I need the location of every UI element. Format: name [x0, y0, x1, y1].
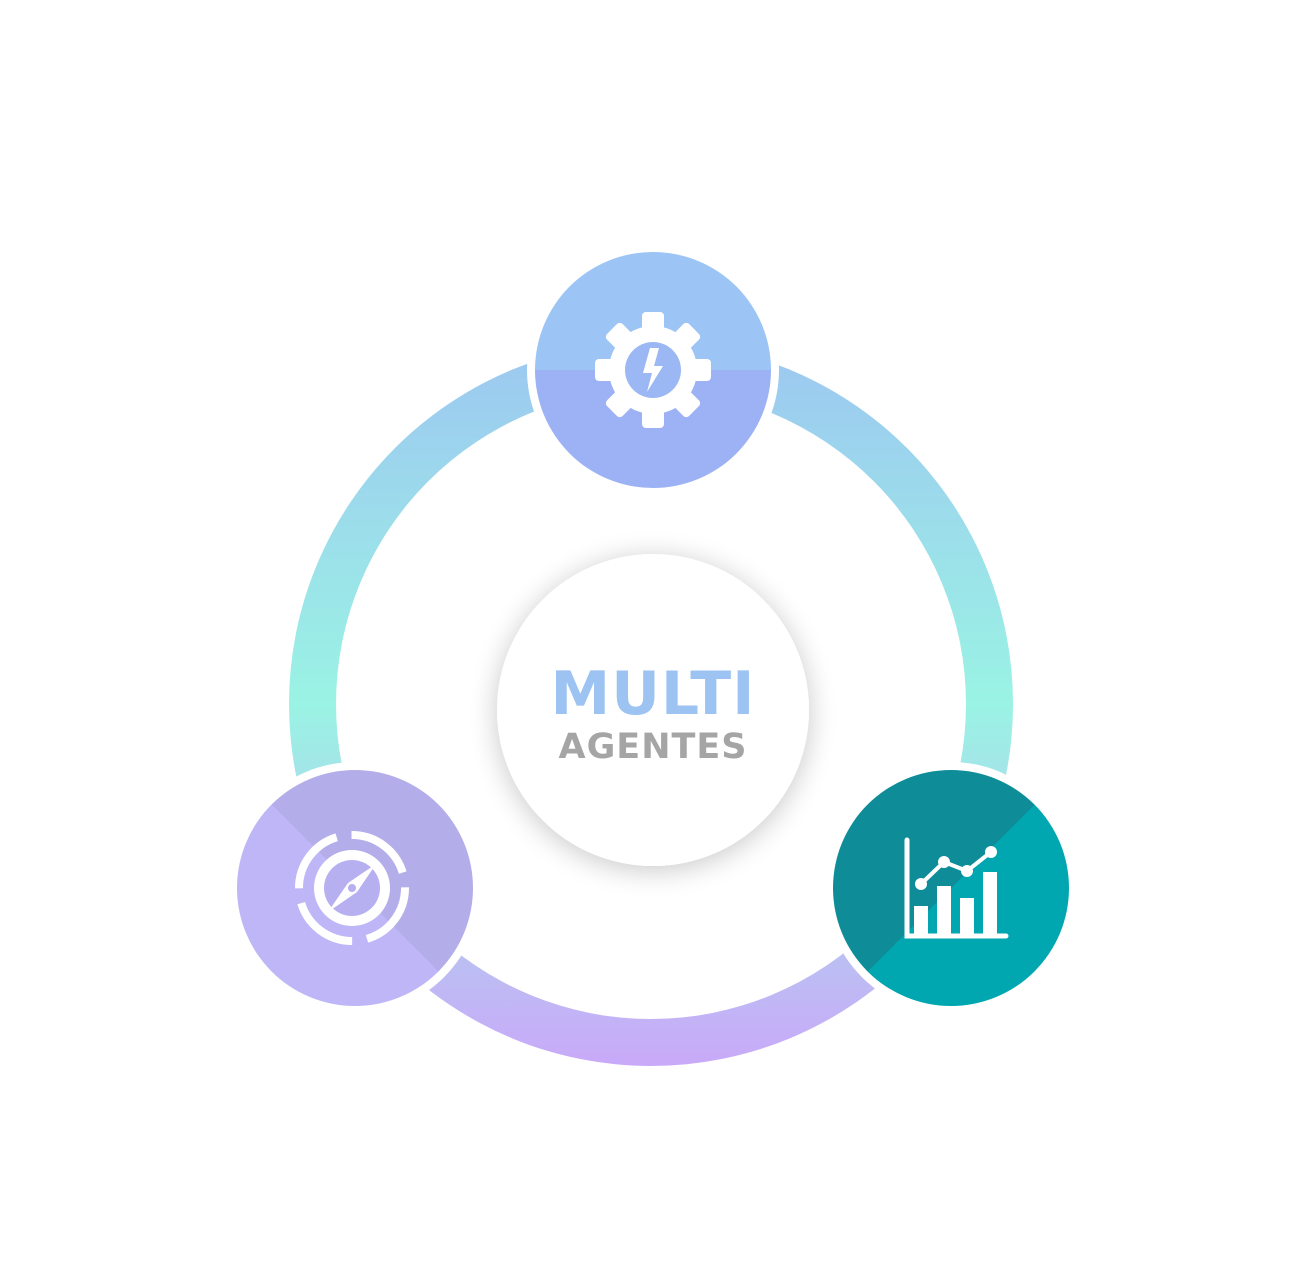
bar-line-chart-icon — [904, 837, 1009, 939]
center-subtitle: AGENTES — [558, 727, 748, 767]
node-top[interactable] — [527, 244, 779, 496]
center-circle — [497, 554, 809, 866]
node-right[interactable] — [825, 762, 1077, 1014]
node-left[interactable] — [229, 762, 481, 1014]
compass-icon — [295, 831, 409, 945]
center-label: MULTI AGENTES — [497, 664, 809, 765]
gear-lightning-icon — [595, 312, 711, 428]
center-title: MULTI — [550, 659, 756, 729]
